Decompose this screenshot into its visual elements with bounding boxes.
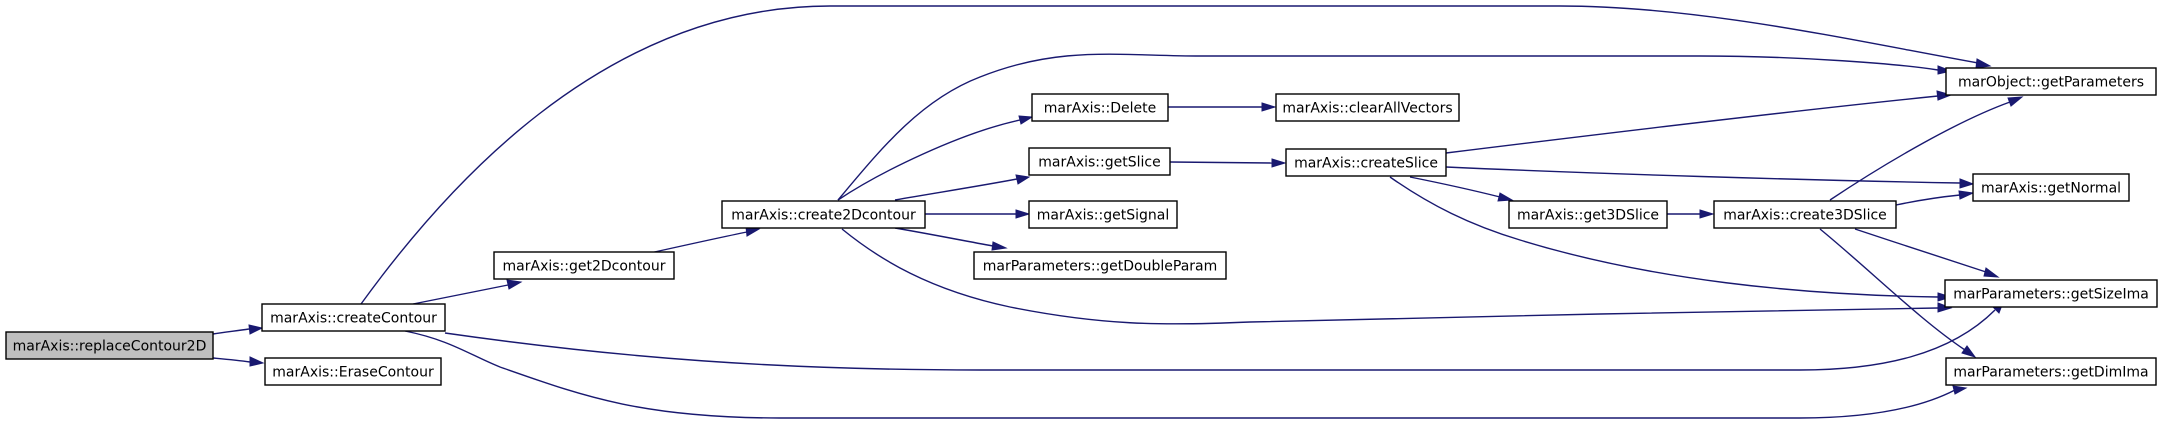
arrowhead [1959, 178, 1975, 189]
node-label: marAxis::replaceContour2D [13, 339, 207, 355]
node-getNormal[interactable]: marAxis::getNormal [1972, 173, 2130, 202]
node-Delete[interactable]: marAxis::Delete [1031, 93, 1169, 122]
node-get2Dcontour[interactable]: marAxis::get2Dcontour [493, 251, 675, 280]
node-getSizeIma[interactable]: marParameters::getSizeIma [1944, 279, 2158, 308]
node-label: marAxis::Delete [1044, 101, 1156, 117]
node-get3DSlice[interactable]: marAxis::get3DSlice [1508, 200, 1668, 229]
arrowhead [1961, 345, 1977, 358]
arrowhead [248, 324, 264, 335]
edge-getSlice-createSlice [1169, 161, 1273, 164]
arrowhead [1975, 58, 1992, 69]
edge-create3DSlice-getParameters [1829, 101, 2011, 201]
arrowhead [506, 279, 523, 290]
edge-createContour-get2Dcontour [412, 284, 509, 305]
node-clearAllVectors[interactable]: marAxis::clearAllVectors [1275, 93, 1460, 122]
edge-create3DSlice-getSizeIma [1854, 228, 1987, 273]
node-getDimIma[interactable]: marParameters::getDimIma [1945, 357, 2157, 386]
node-create2Dcontour[interactable]: marAxis::create2Dcontour [721, 200, 926, 229]
edge-create2Dcontour-getSlice [894, 178, 1018, 201]
node-label: marAxis::create2Dcontour [731, 208, 916, 224]
arrowhead [1261, 102, 1277, 112]
arrowhead [1958, 190, 1975, 200]
node-label: marParameters::getDoubleParam [983, 259, 1218, 275]
node-createSlice[interactable]: marAxis::createSlice [1285, 148, 1447, 177]
arrowhead [1699, 209, 1715, 219]
arrowhead [1983, 267, 2000, 278]
edge-create3DSlice-getNormal [1895, 194, 1961, 206]
node-label: marObject::getParameters [1958, 75, 2144, 91]
node-label: marAxis::EraseContour [272, 365, 434, 381]
edge-create2Dcontour-Delete [837, 119, 1021, 201]
edge-createContour-getSizeIma [444, 309, 1996, 371]
edge-create2Dcontour-getParameters [837, 53, 1939, 201]
edge-createContour-getParameters [360, 5, 1979, 305]
node-getDoubleParam[interactable]: marParameters::getDoubleParam [973, 251, 1227, 280]
edge-createSlice-getSizeIma [1389, 176, 1939, 298]
node-label: marParameters::getSizeIma [1953, 287, 2149, 303]
node-getParameters[interactable]: marObject::getParameters [1945, 67, 2157, 96]
node-getSignal[interactable]: marAxis::getSignal [1028, 200, 1178, 229]
node-label: marAxis::getSignal [1037, 208, 1169, 224]
node-label: marAxis::get2Dcontour [503, 259, 666, 275]
node-label: marAxis::create3DSlice [1723, 208, 1887, 224]
edges [212, 5, 2024, 419]
edge-createSlice-getParameters [1445, 95, 1939, 154]
node-replaceContour2D[interactable]: marAxis::replaceContour2D [5, 331, 214, 360]
node-getSlice[interactable]: marAxis::getSlice [1028, 147, 1171, 176]
arrowhead [1937, 65, 1953, 75]
node-label: marAxis::getSlice [1038, 155, 1160, 171]
node-label: marAxis::createSlice [1294, 156, 1438, 172]
node-create3DSlice[interactable]: marAxis::create3DSlice [1713, 200, 1897, 229]
node-label: marAxis::createContour [270, 311, 437, 327]
arrowhead [1271, 158, 1287, 168]
arrowhead [1018, 115, 1034, 125]
edge-replaceContour2D-createContour [212, 328, 250, 335]
edge-createContour-getDimIma [404, 330, 1956, 419]
node-label: marParameters::getDimIma [1953, 365, 2148, 381]
edge-createSlice-get3DSlice [1409, 176, 1501, 198]
node-label: marAxis::clearAllVectors [1282, 101, 1452, 117]
arrowhead [1015, 174, 1031, 185]
nodes: marAxis::replaceContour2D marAxis::creat… [5, 67, 2158, 386]
arrowhead [2007, 96, 2024, 107]
arrowhead [1952, 385, 1968, 395]
edge-get2Dcontour-create2Dcontour [649, 231, 748, 254]
arrowhead [1015, 209, 1031, 219]
node-EraseContour[interactable]: marAxis::EraseContour [264, 357, 442, 386]
arrowhead [1936, 90, 1953, 101]
edge-create2Dcontour-getSizeIma [841, 228, 1939, 325]
node-label: marAxis::getNormal [1981, 181, 2121, 197]
node-createContour[interactable]: marAxis::createContour [261, 303, 446, 332]
edge-create3DSlice-getDimIma [1819, 228, 1966, 351]
arrowhead [1497, 192, 1514, 202]
arrowhead [991, 241, 1008, 251]
arrowhead [249, 356, 265, 367]
edge-create2Dcontour-getDoubleParam [894, 227, 994, 247]
edge-createSlice-getNormal [1445, 166, 1961, 184]
edge-replaceContour2D-EraseContour [212, 357, 251, 363]
node-label: marAxis::get3DSlice [1517, 208, 1659, 224]
